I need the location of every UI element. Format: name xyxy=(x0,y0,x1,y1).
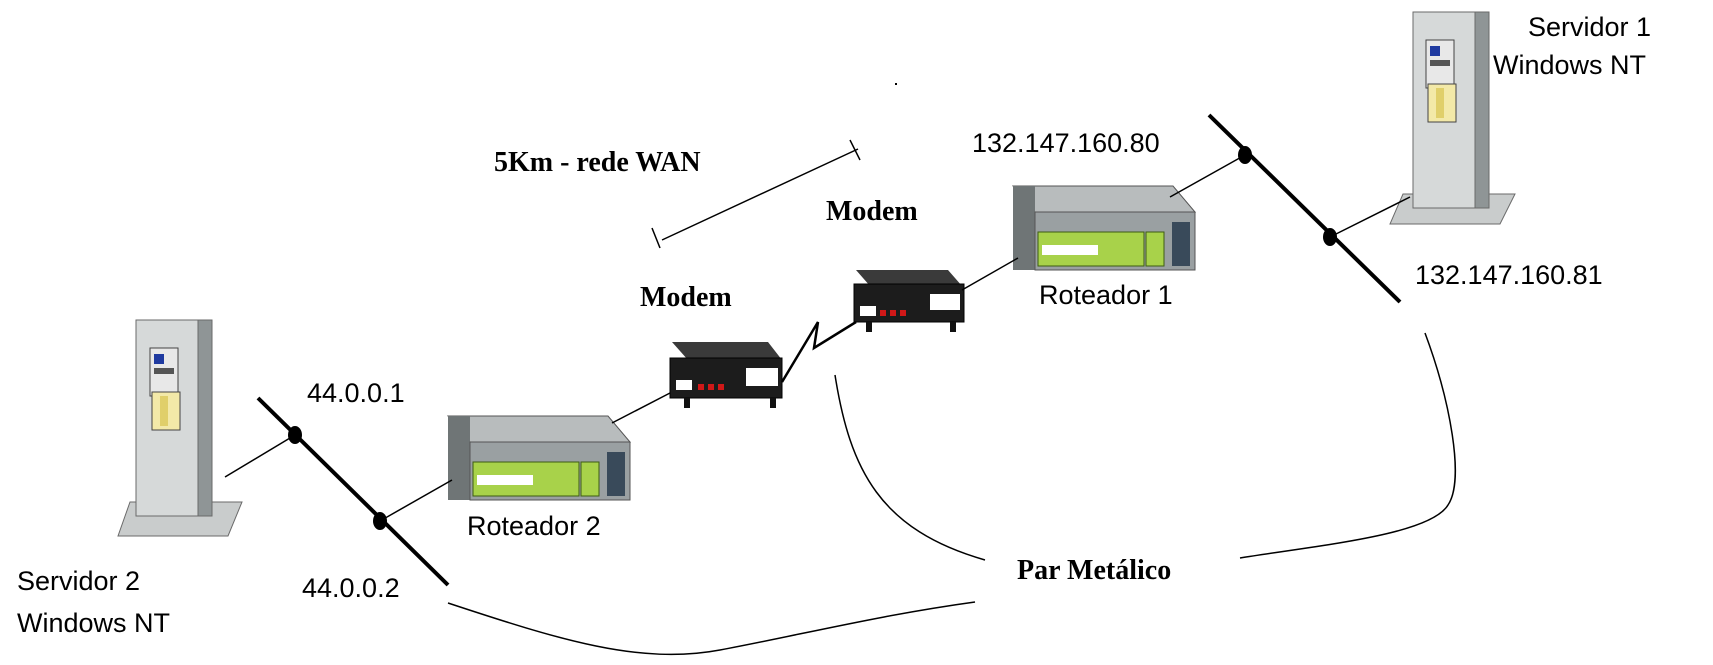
wan-link-lightning xyxy=(780,320,857,383)
wan-label: 5Km - rede WAN xyxy=(494,147,701,178)
par-metalico-curve-left xyxy=(447,601,976,656)
link-server1-lan xyxy=(1329,196,1411,238)
link-router2-modem xyxy=(611,392,671,424)
link-server2-lan xyxy=(224,434,296,478)
lan-segment-right xyxy=(1207,113,1402,304)
server-1-ip: 132.147.160.81 xyxy=(1415,260,1603,290)
router-1-icon xyxy=(1011,185,1197,271)
modem-right-icon xyxy=(853,270,965,332)
server-2-ip: 44.0.0.2 xyxy=(302,573,400,603)
modem-left-label: Modem xyxy=(640,282,732,313)
server-1-name: Servidor 1 xyxy=(1528,12,1652,42)
modem-left-icon xyxy=(669,342,783,408)
server-1-icon xyxy=(1389,11,1516,225)
link-router2-lan xyxy=(379,479,453,522)
wan-distance-tick-right xyxy=(849,139,861,161)
server-2-icon xyxy=(117,319,243,537)
lan-segment-left xyxy=(256,396,450,587)
link-router1-lan xyxy=(1169,154,1246,198)
par-metalico-curve-right xyxy=(1239,332,1456,559)
server-2-name: Servidor 2 xyxy=(17,566,141,596)
server-1-os: Windows NT xyxy=(1493,50,1647,80)
par-metalico-curve-middle xyxy=(834,374,986,561)
router-1-ip: 132.147.160.80 xyxy=(972,128,1160,158)
router-1-name: Roteador 1 xyxy=(1039,280,1173,310)
par-metalico-label: Par Metálico xyxy=(1017,555,1172,586)
link-modem-router1 xyxy=(961,257,1019,291)
router-2-icon xyxy=(446,415,632,501)
wan-distance-line xyxy=(661,148,859,241)
modem-right-label: Modem xyxy=(826,196,918,227)
server-2-os: Windows NT xyxy=(17,608,171,638)
router-2-ip: 44.0.0.1 xyxy=(307,378,405,408)
router-2-name: Roteador 2 xyxy=(467,511,601,541)
stray-dot xyxy=(895,83,897,85)
wan-distance-tick-left xyxy=(651,227,661,249)
